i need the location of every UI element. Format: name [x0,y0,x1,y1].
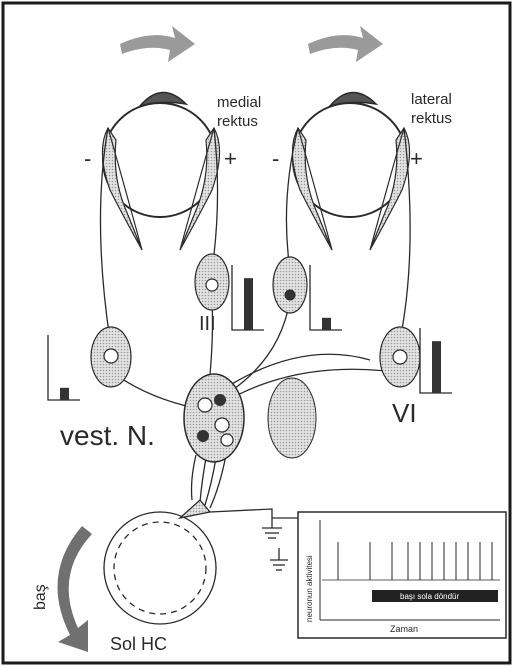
left-eye-minus: - [84,146,91,171]
activity-bar-left-abducens [60,388,69,400]
nucleus-vi-label: VI [392,398,417,428]
lateral-rektus-label: rektus [411,110,452,127]
medial-rektus-label: rektus [217,113,258,130]
left-eye-plus: + [224,146,237,171]
activity-bar-oculomotor-III [244,278,253,330]
inset-y-label: neuronun aktivitesi [305,555,314,622]
recording-inset: neuronun aktivitesi başı sola döndür Zam… [298,512,506,638]
activity-bar-abducens-VI [432,341,441,393]
activity-bar-right-abducens [322,318,331,330]
neuron-cell [104,349,118,363]
head-label: baş [32,584,49,610]
right-oculomotor-nucleus [273,257,307,313]
vestibular-nucleus-label: vest. N. [60,420,155,451]
right-eye-plus: + [410,146,423,171]
lateral-label: lateral [411,91,452,108]
nucleus-iii-label: III [199,313,216,335]
vestibular-nucleus-cluster [184,374,244,462]
neuron-cell [393,350,407,364]
right-eye-minus: - [272,146,279,171]
right-vestibular-nucleus [268,378,316,458]
neuron-cell [206,279,218,291]
rotation-bar-label: başı sola döndür [400,592,459,601]
canal-label: Sol HC [110,634,167,654]
medial-label: medial [217,94,261,111]
neuron-cell [285,290,295,300]
inset-x-label: Zaman [390,624,418,634]
